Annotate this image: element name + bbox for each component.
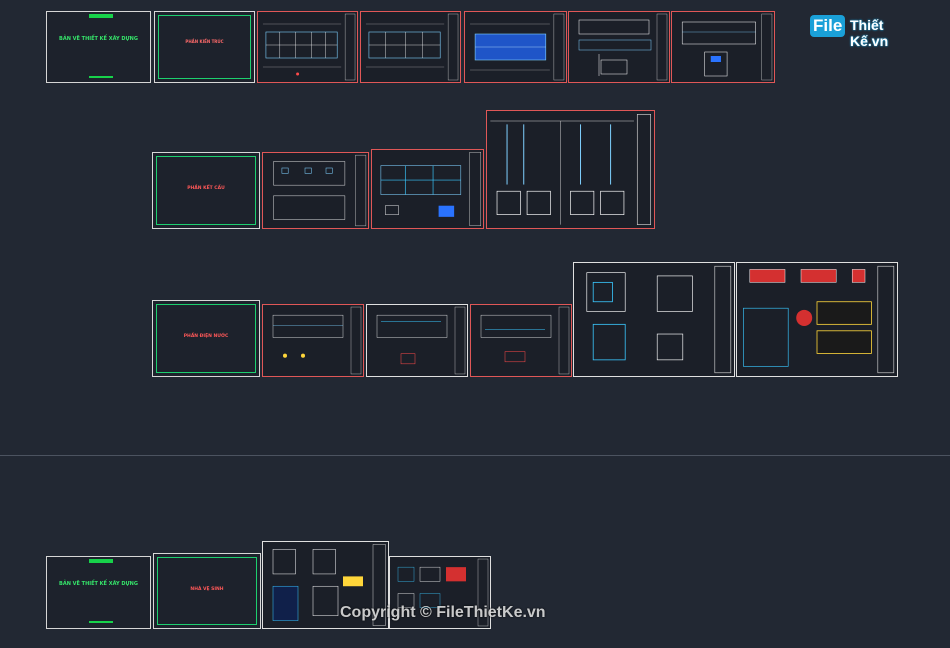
drawing-sheet-arch-2[interactable] [360, 11, 461, 83]
section-inner-border [157, 557, 257, 625]
drawing-sheet-arch-5[interactable] [671, 11, 775, 83]
section-sheet-toilet[interactable]: NHÀ VỆ SINH [153, 553, 261, 629]
filethietke-logo: File Thiết Kế.vn [810, 13, 920, 49]
section-inner-border [156, 156, 256, 225]
section-inner-border [158, 15, 251, 79]
cover-bottom-bar [89, 76, 113, 78]
cover-title: BẢN VẼ THIẾT KẾ XÂY DỰNG [59, 36, 138, 42]
drawing-sheet-struct-3[interactable] [486, 110, 655, 229]
electrical-plan-drawing [272, 306, 362, 375]
section-title: PHẦN KIẾN TRÚC [185, 38, 224, 44]
toilet-detail-drawing [397, 558, 489, 627]
beam-plan-drawing [380, 152, 482, 226]
section-sheet-architecture[interactable]: PHẦN KIẾN TRÚC [154, 11, 255, 83]
drawing-sheet-struct-1[interactable] [262, 152, 369, 229]
cover-top-bar [89, 559, 113, 563]
cover-top-bar [89, 14, 113, 18]
drainage-plan-drawing [480, 306, 570, 375]
floor-plan-drawing [365, 13, 459, 81]
section-drawing [681, 13, 773, 81]
copyright-watermark: Copyright © FileThietKe.vn [340, 604, 546, 621]
section-sheet-mep[interactable]: PHẦN ĐIỆN NƯỚC [152, 300, 260, 377]
cover-sheet-1[interactable]: BẢN VẼ THIẾT KẾ XÂY DỰNG [46, 11, 151, 83]
floor-plan-drawing [262, 13, 356, 81]
foundation-plan-drawing [273, 154, 367, 227]
cover-title: BẢN VẼ THIẾT KẾ XÂY DỰNG [59, 581, 138, 587]
water-tank-detail-drawing [743, 265, 895, 374]
roof-plan-drawing [470, 13, 565, 81]
drawing-sheet-arch-3[interactable] [464, 11, 567, 83]
plumbing-plan-drawing [376, 306, 466, 375]
drawing-sheet-mep-1[interactable] [262, 304, 364, 377]
logo-file-text: File [810, 15, 846, 37]
drawing-sheet-mep-4[interactable] [573, 262, 735, 377]
section-inner-border [156, 304, 256, 373]
column-detail-drawing [490, 114, 651, 225]
cover-sheet-2[interactable]: BẢN VẼ THIẾT KẾ XÂY DỰNG [46, 556, 151, 629]
septic-tank-detail-drawing [586, 265, 732, 374]
drawing-sheet-arch-4[interactable] [568, 11, 670, 83]
section-title: PHẦN ĐIỆN NƯỚC [183, 334, 229, 339]
drawing-sheet-arch-1[interactable] [257, 11, 358, 83]
drawing-sheet-mep-5[interactable] [736, 262, 898, 377]
model-space-divider-line [0, 455, 950, 456]
cover-bottom-bar [89, 621, 113, 623]
section-title: PHẦN KẾT CẤU [187, 186, 225, 191]
toilet-plan-drawing [272, 544, 386, 626]
drawing-sheet-toilet-1[interactable] [262, 541, 389, 629]
drawing-sheet-toilet-2[interactable] [389, 556, 491, 629]
elevation-drawing [578, 13, 668, 81]
section-sheet-structure[interactable]: PHẦN KẾT CẤU [152, 152, 260, 229]
logo-rest-text: Thiết Kế.vn [850, 17, 889, 49]
drawing-sheet-struct-2[interactable] [371, 149, 484, 229]
drawing-sheet-mep-2[interactable] [366, 304, 468, 377]
drawing-sheet-mep-3[interactable] [470, 304, 572, 377]
section-title: NHÀ VỆ SINH [190, 586, 224, 592]
